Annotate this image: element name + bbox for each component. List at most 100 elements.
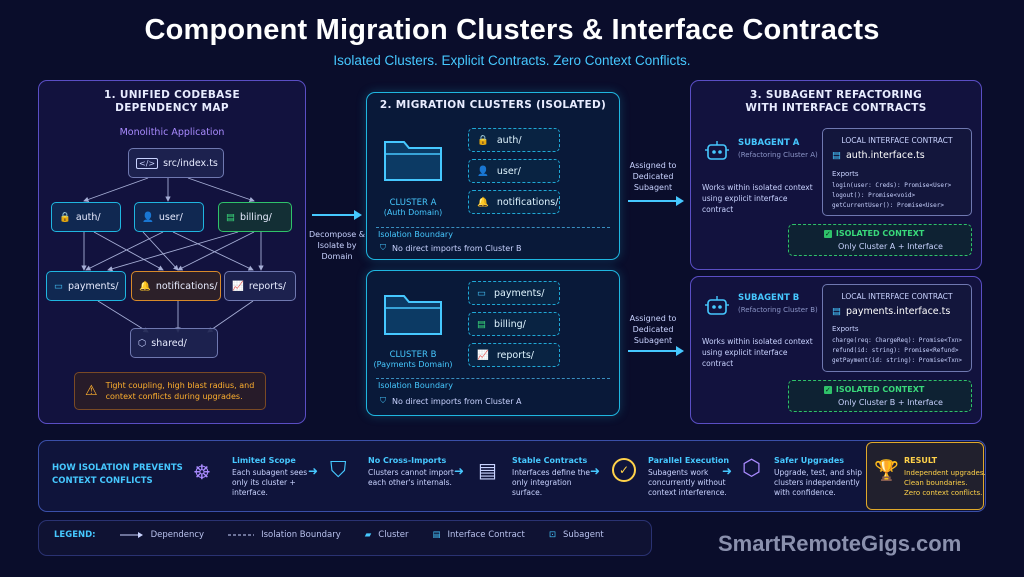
shield-icon: ⛉ [380,396,386,405]
robot-icon [704,293,730,319]
cluster-a-boundary-note: ⛉No direct imports from Cluster B [380,243,522,253]
trophy-icon: 🏆 [874,458,899,482]
card-icon: ▭ [477,287,486,299]
arrow-right-icon [119,532,143,538]
subagent-b-desc: Works within isolated context using expl… [702,337,813,368]
user-icon: 👤 [477,165,489,177]
node-notifications: 🔔notifications/ [131,271,221,301]
bell-icon: 🔔 [139,280,151,292]
cluster-b-item-billing: ▤billing/ [468,312,560,336]
cluster-a-panel [366,92,620,260]
lock-icon: 🔒 [477,134,489,146]
arrow-right-icon: ➜ [454,464,465,478]
warning-icon: ⚠ [85,383,98,399]
document-icon: ▤ [432,530,441,540]
card-icon: ▭ [54,280,63,292]
legend-row: LEGEND: Dependency Isolation Boundary ▰ … [54,530,604,540]
cube-icon: ⬡ [742,456,762,481]
subagent-a-desc: Works within isolated context using expl… [702,183,813,214]
contract-b-box [822,284,972,372]
chart-icon: 📈 [477,349,489,361]
dashed-line-icon [228,534,255,536]
assign-label-a: Assigned to Dedicated Subagent [629,161,677,192]
chart-icon: 📈 [232,280,244,292]
cluster-b-item-payments: ▭payments/ [468,281,560,305]
step-limited-scope: Limited Scope Each subagent sees only it… [232,456,308,497]
document-icon: ▤ [477,318,486,330]
context-b-box [788,380,972,412]
node-user: 👤user/ [134,202,204,232]
contract-a-exports: login(user: Creds): Promise<User> logout… [832,182,952,209]
subagent-b-role: (Refactoring Cluster B) [738,306,818,314]
watermark: SmartRemoteGigs.com [718,531,962,556]
brain-icon: ☸ [193,460,211,484]
code-file-icon: </> [136,157,159,169]
node-shared: ⬡shared/ [130,328,218,358]
user-icon: 👤 [142,211,154,223]
page-subtitle: Isolated Clusters. Explicit Contracts. Z… [333,53,691,68]
cluster-b-name: CLUSTER B [389,350,437,360]
shield-icon: ⛉ [380,243,386,252]
context-b-note: Only Cluster B + Interface [838,398,943,407]
cluster-a-item-user: 👤user/ [468,159,560,183]
page-title: Component Migration Clusters & Interface… [144,14,880,46]
context-b-label: ✓ISOLATED CONTEXT [824,385,925,394]
cluster-a-item-notifications: 🔔notifications/ [468,190,560,214]
context-a-note: Only Cluster A + Interface [838,242,943,251]
isolation-boundary-line [376,378,610,379]
subagent-a-name: SUBAGENT A [738,138,800,148]
check-icon: ✓ [824,229,832,238]
contract-a-box [822,128,972,216]
legend-panel [38,520,652,556]
cluster-b-domain: (Payments Domain) [373,360,453,369]
decompose-label: Decompose & Isolate by Domain [308,230,365,261]
cluster-b-item-reports: 📈reports/ [468,343,560,367]
node-billing: ▤billing/ [218,202,292,232]
arrow-right-icon: ➜ [722,464,733,478]
assign-arrow-a [628,196,684,206]
legend-boundary: Isolation Boundary [228,530,341,540]
node-reports: 📈reports/ [224,271,296,301]
step-parallel-execution: Parallel Execution Subagents work concur… [648,456,730,497]
cluster-a-boundary-label: Isolation Boundary [378,230,453,239]
context-a-label: ✓ISOLATED CONTEXT [824,229,925,238]
contract-a-exports-label: Exports [832,170,859,178]
benefits-heading: HOW ISOLATION PREVENTS CONTEXT CONFLICTS [52,463,183,486]
result-box [866,442,984,510]
contract-b-title: LOCAL INTERFACE CONTRACT [841,292,953,301]
warning-box: ⚠ Tight coupling, high blast radius, and… [74,372,266,410]
isolation-boundary-line [376,227,610,228]
lock-icon: 🔒 [59,211,71,223]
arrow-right-icon: ➜ [590,464,601,478]
arrow-right-icon: ➜ [308,464,319,478]
bell-icon: 🔔 [477,196,489,208]
assign-arrow-b [628,346,684,356]
dependency-arrows [81,177,264,333]
decompose-arrow [312,210,362,220]
cube-icon: ⬡ [138,337,147,349]
folder-icon [382,134,444,182]
subagent-a-role: (Refactoring Cluster A) [738,151,818,159]
legend-contract: ▤ Interface Contract [432,530,525,540]
step-no-cross-imports: No Cross-Imports Clusters cannot import … [368,456,454,487]
document-icon: ▤ [832,150,841,161]
panel3-title: 3. SUBAGENT REFACTORING WITH INTERFACE C… [745,89,927,114]
node-auth: 🔒auth/ [51,202,121,232]
assign-label-b: Assigned to Dedicated Subagent [629,314,677,345]
contract-a-file: ▤auth.interface.ts [832,150,925,161]
folder-icon: ▰ [364,530,372,540]
check-icon: ✓ [824,385,832,394]
legend-subagent: ⊡ Subagent [548,530,604,540]
legend-cluster: ▰ Cluster [364,530,409,540]
node-payments: ▭payments/ [46,271,126,301]
document-icon: ▤ [832,306,841,317]
contract-b-exports: charge(req: ChargeReq): Promise<Txn> ref… [832,337,963,364]
cluster-a-name: CLUSTER A [389,198,437,208]
step-safer-upgrades: Safer Upgrades Upgrade, test, and ship c… [774,456,863,497]
shield-icon: ⛉ [330,458,347,483]
legend-label: LEGEND: [54,530,96,540]
robot-icon: ⊡ [548,530,556,540]
step-stable-contracts: Stable Contracts Interfaces define the o… [512,456,591,497]
folder-icon [382,288,444,336]
document-icon: ▤ [226,211,235,223]
